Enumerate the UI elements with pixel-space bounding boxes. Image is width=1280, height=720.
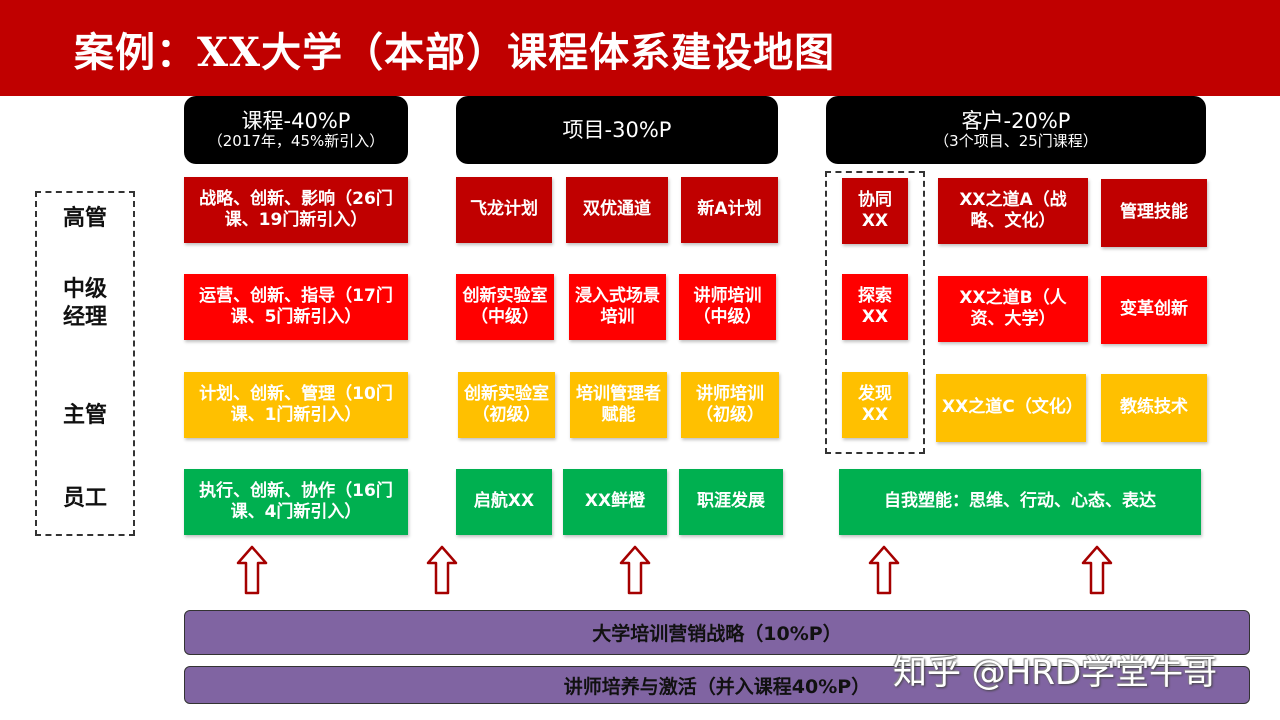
levels-frame [35,191,135,536]
client-group-frame [825,171,925,454]
header-courses-sub: （2017年，45%新引入） [207,132,385,151]
project-item[interactable]: 职涯发展 [679,469,783,535]
marketing-strategy-bar: 大学培训营销战略（10%P） [184,610,1250,655]
client-item[interactable]: XX之道C（文化） [936,374,1086,442]
project-item[interactable]: 双优通道 [566,177,668,243]
client-bottom-item[interactable]: 自我塑能：思维、行动、心态、表达 [839,469,1201,535]
header-clients-main: 客户-20%P [961,109,1071,134]
up-arrow-icon [868,545,900,595]
project-item[interactable]: 新A计划 [681,177,778,243]
course-middle[interactable]: 运营、创新、指导（17门课、5门新引入） [184,274,408,340]
level-staff: 员工 [62,486,107,511]
watermark: 知乎 @HRD学堂牛哥 [893,653,1218,693]
title-bar: 案例：XX大学（本部）课程体系建设地图 [0,0,1280,96]
up-arrow-icon [426,545,458,595]
header-clients: 客户-20%P （3个项目、25门课程） [826,96,1206,164]
header-projects-main: 项目-30%P [562,117,672,142]
header-clients-sub: （3个项目、25门课程） [934,132,1098,151]
header-courses-main: 课程-40%P [241,109,351,134]
client-item[interactable]: 管理技能 [1101,179,1207,247]
level-middle: 中级经理 [62,277,107,330]
client-item[interactable]: XX之道A（战略、文化） [938,178,1088,244]
client-grouped-item[interactable]: 协同XX [842,178,908,244]
header-courses: 课程-40%P （2017年，45%新引入） [184,96,408,164]
client-grouped-item[interactable]: 发现XX [842,372,908,438]
up-arrow-icon [619,545,651,595]
project-item[interactable]: 浸入式场景培训 [569,274,666,340]
course-staff[interactable]: 执行、创新、协作（16门课、4门新引入） [184,469,408,535]
project-item[interactable]: 创新实验室（中级） [456,274,554,340]
up-arrow-icon [1081,545,1113,595]
header-projects: 项目-30%P [456,96,778,164]
project-item[interactable]: 培训管理者赋能 [570,372,667,438]
client-item[interactable]: XX之道B（人资、大学） [938,276,1088,342]
project-item[interactable]: 讲师培训（初级） [681,372,779,438]
level-supervisor: 主管 [62,403,107,428]
up-arrow-icon [236,545,268,595]
page-title: 案例：XX大学（本部）课程体系建设地图 [74,29,836,76]
client-item[interactable]: 变革创新 [1101,276,1207,344]
trainer-development-bar: 讲师培养与激活（并入课程40%P） [184,666,1250,704]
course-senior[interactable]: 战略、创新、影响（26门课、19门新引入） [184,177,408,243]
project-item[interactable]: 讲师培训（中级） [679,274,776,340]
project-item[interactable]: 创新实验室（初级） [458,372,555,438]
course-supervisor[interactable]: 计划、创新、管理（10门课、1门新引入） [184,372,408,438]
level-senior: 高管 [62,206,107,231]
project-item[interactable]: XX鲜橙 [563,469,667,535]
project-item[interactable]: 启航XX [456,469,552,535]
project-item[interactable]: 飞龙计划 [456,177,552,243]
client-item[interactable]: 教练技术 [1101,374,1207,442]
client-grouped-item[interactable]: 探索XX [842,274,908,340]
